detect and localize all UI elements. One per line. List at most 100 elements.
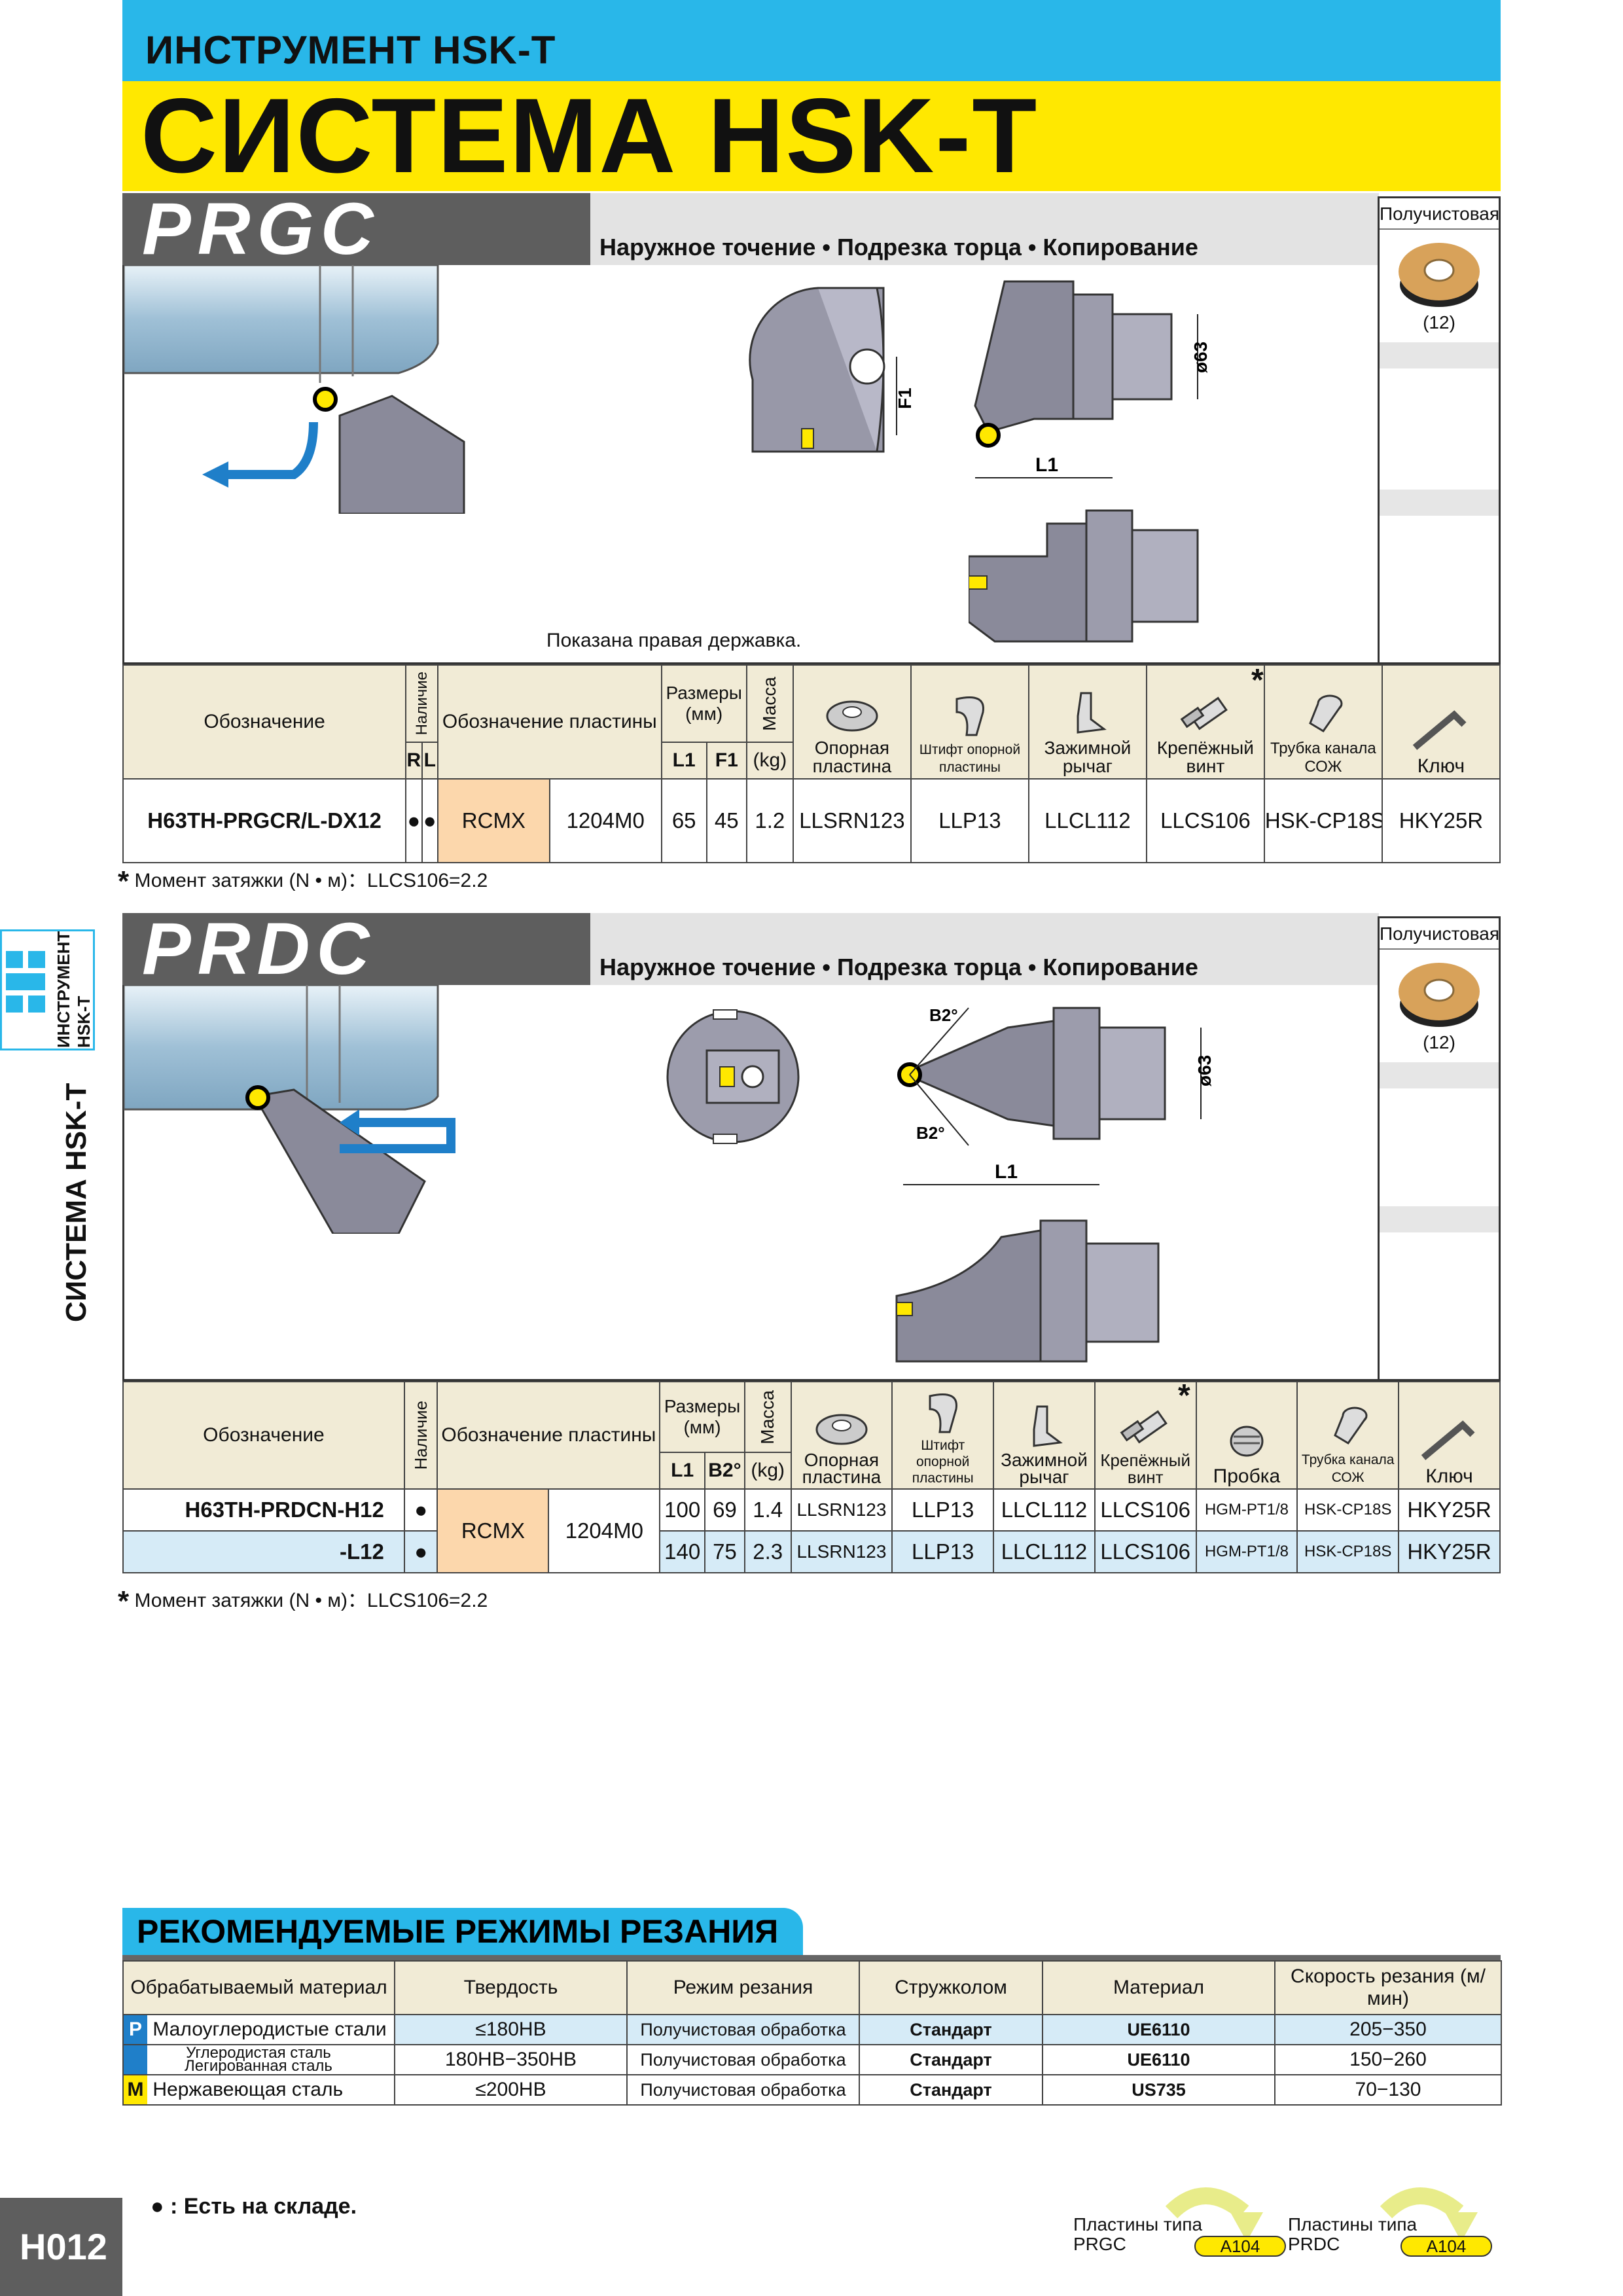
prgc-h-kg: (kg) [745, 742, 794, 780]
prgc-dim-l1: L1 [1035, 454, 1058, 476]
rec-row1-speed: 205−350 [1274, 2014, 1502, 2045]
rec-row1-material: Малоуглеродистые стали [152, 2018, 387, 2040]
link-prdc-label: Пластины типа PRDC [1288, 2214, 1418, 2254]
coolant-tube-icon [1308, 694, 1343, 733]
prgc-description: Наружное точение • Подрезка торца • Копи… [590, 193, 1379, 265]
rec-row3-speed: 70−130 [1274, 2074, 1502, 2106]
prgc-row-designation: H63TH-PRGCR/L-DX12 [122, 778, 407, 863]
prgc-h-part4: Крепёжный винт [1156, 738, 1254, 776]
prgc-h-avail: Наличие [412, 672, 431, 736]
prgc-h-f1: F1 [705, 742, 747, 780]
prdc-row2-mass: 2.3 [743, 1530, 792, 1573]
prdc-row1-mass: 1.4 [743, 1488, 792, 1532]
prdc-insert-label: Получистовая [1380, 918, 1499, 950]
prgc-row-insert-size: 1204M0 [548, 778, 662, 863]
table-row: H63TH-PRDCN-H12 ● RCMX 1204M0 100 69 1.4… [122, 1488, 1501, 1573]
prdc-row1-part5: HGM-PT1/8 [1195, 1488, 1298, 1532]
link-prdc-ref[interactable]: A104 [1400, 2236, 1492, 2257]
clamp-screw-icon [1180, 696, 1228, 730]
page-number-box [0, 2198, 122, 2296]
prgc-torque-note: Момент затяжки (N • м)：LLCS106=2.2 [134, 870, 488, 891]
prdc-name: PRDC [122, 912, 590, 986]
link-prdc[interactable]: Пластины типа PRDC A104 [1288, 2186, 1504, 2258]
prdc-section-header: PRDC Наружное точение • Подрезка торца •… [122, 912, 1501, 986]
prgc-application-illustration [124, 265, 465, 514]
prgc-h-part3: Зажимной рычаг [1044, 738, 1132, 776]
rec-row1-group: P [124, 2016, 147, 2043]
hsk-logo-icon [6, 951, 45, 1013]
prdc-h-part7: Ключ [1425, 1465, 1473, 1487]
plug-icon [1230, 1426, 1264, 1457]
support-plate-icon [826, 700, 878, 732]
curved-arrow-icon [1380, 2187, 1478, 2242]
prgc-row-part4: LLCS106 [1145, 778, 1265, 863]
prdc-row2-part7: HKY25R [1398, 1530, 1501, 1573]
prdc-row2-part6: HSK-CP18S [1296, 1530, 1400, 1573]
prgc-h-l: L [421, 742, 438, 780]
round-insert-icon [1399, 963, 1480, 1027]
prdc-h-avail: Наличие [410, 1401, 431, 1470]
pin-icon [955, 696, 984, 736]
prdc-row2-designation: -L12 [122, 1530, 405, 1573]
prdc-h-dims: Размеры (мм) [659, 1381, 745, 1453]
prdc-row1-part2: LLP13 [891, 1488, 995, 1532]
table-row: P Малоуглеродистые стали ≤180HB Получист… [122, 2014, 1502, 2045]
header-category-bar [122, 0, 1501, 81]
rec-row1-mode: Получистовая обработка [626, 2014, 860, 2045]
prdc-insert-box: Получистовая (12) [1378, 916, 1501, 1381]
prgc-insert-box: Получистовая (12) [1378, 196, 1501, 664]
rec-row3-grade: US735 [1042, 2074, 1275, 2106]
round-insert-icon [1399, 243, 1480, 307]
side-tab[interactable]: ИНСТРУМЕНТ HSK-T [0, 929, 95, 1050]
prdc-row1-part4: LLCS106 [1094, 1488, 1197, 1532]
side-tab-line2: HSK-T [74, 996, 94, 1048]
prdc-description: Наружное точение • Подрезка торца • Копи… [590, 913, 1379, 985]
side-tab-line1: ИНСТРУМЕНТ [54, 931, 73, 1048]
prdc-row2-part3: LLCL112 [993, 1530, 1096, 1573]
rec-row3-hardness: ≤200HB [394, 2074, 628, 2106]
prgc-row-r: ● [405, 778, 423, 863]
prdc-h-b2: B2° [704, 1452, 745, 1490]
rec-row2-breaker: Стандарт [859, 2044, 1043, 2075]
rec-row1-hardness: ≤180HB [394, 2014, 628, 2045]
prdc-h-part5: Пробка [1213, 1465, 1281, 1487]
prdc-h-l1: L1 [659, 1452, 706, 1490]
prgc-h-designation: Обозначение [122, 664, 407, 780]
prdc-dim-d: ø63 [1194, 1055, 1215, 1086]
rec-row2-grade: UE6110 [1042, 2044, 1275, 2075]
prdc-front-view [666, 1009, 800, 1144]
prdc-row2-part5: HGM-PT1/8 [1195, 1530, 1298, 1573]
rec-row2-speed: 150−260 [1274, 2044, 1502, 2075]
rec-row3-mode: Получистовая обработка [626, 2074, 860, 2106]
prgc-row-part2: LLP13 [910, 778, 1029, 863]
link-prgc[interactable]: Пластины типа PRGC A104 [1073, 2186, 1289, 2258]
pin-icon [929, 1393, 957, 1433]
prdc-figure-frame [122, 985, 1379, 1381]
prdc-h-part2: Штифт опорной пластины [912, 1438, 974, 1486]
link-prgc-ref[interactable]: A104 [1194, 2236, 1286, 2257]
rec-h-speed: Скорость резания (м/мин) [1274, 1960, 1502, 2015]
prgc-insert-label: Получистовая [1380, 198, 1499, 230]
prgc-row-part6: HKY25R [1381, 778, 1501, 863]
clamp-lever-icon [1033, 1405, 1063, 1447]
prdc-row2-part4: LLCS106 [1094, 1530, 1197, 1573]
prdc-h-part6: Трубка канала СОЖ [1301, 1452, 1395, 1485]
prgc-insert-count: (12) [1423, 312, 1455, 332]
prgc-row-insert: RCMX [437, 778, 550, 863]
prdc-row1-part3: LLCL112 [993, 1488, 1096, 1532]
prdc-row2-b2: 75 [704, 1530, 745, 1573]
prdc-insert: RCMX [437, 1488, 550, 1573]
header-title-bar [122, 81, 1501, 191]
coolant-tube-icon [1333, 1407, 1368, 1445]
prgc-h-l1: L1 [660, 742, 707, 780]
prgc-top-view: L1 ø63 F1 [895, 280, 1211, 478]
prgc-table: Обозначение Наличие Обозначение пластины… [122, 664, 1501, 863]
page-title: СИСТЕМА HSK-T [141, 77, 1039, 195]
prdc-dim-b2-top: B2° [929, 1005, 958, 1025]
prgc-h-part5: Трубка канала СОЖ [1270, 740, 1376, 776]
prdc-row2-l1: 140 [659, 1530, 706, 1573]
prdc-row2-avail: ● [403, 1530, 438, 1573]
prgc-h-insert: Обозначение пластины [437, 664, 662, 780]
prgc-h-part6: Ключ [1417, 755, 1465, 777]
